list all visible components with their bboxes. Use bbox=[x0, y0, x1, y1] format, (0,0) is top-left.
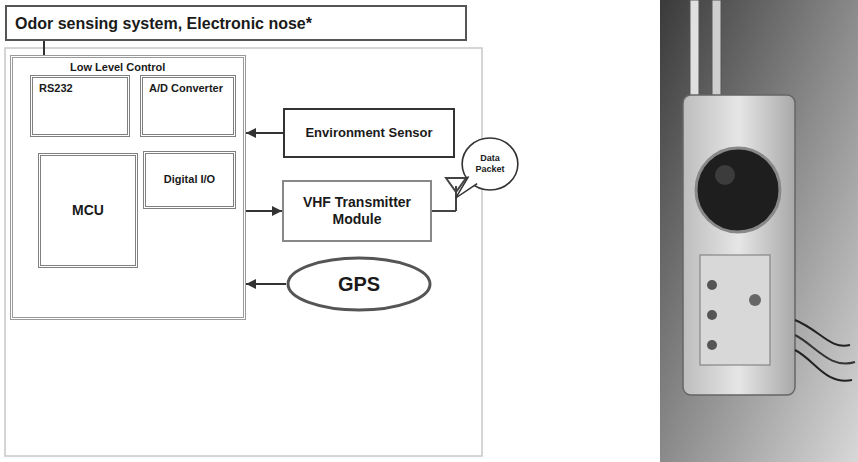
system-box: Odor sensing system, Electronic nose* bbox=[5, 5, 467, 41]
node-label: RS232 bbox=[39, 82, 121, 95]
transmitter-box: VHF Transmitter Module bbox=[282, 180, 432, 242]
sensor-box: Environment Sensor bbox=[283, 108, 455, 158]
node-label: Digital I/O bbox=[164, 173, 215, 186]
figure-frame bbox=[5, 48, 482, 456]
group-label: Low Level Control bbox=[68, 61, 167, 74]
control-group-box: Low Level ControlRS232 A/D ConverterMCU Di… bbox=[10, 55, 246, 320]
speech-bubble: Data Packet bbox=[460, 136, 520, 192]
node-label: A/D Converter bbox=[149, 82, 227, 95]
signal-arrow bbox=[246, 210, 282, 212]
node-label: GPS bbox=[338, 272, 380, 296]
node-label: Environment Sensor bbox=[305, 125, 432, 141]
mcu-box: MCU bbox=[38, 153, 138, 268]
signal-arrow bbox=[246, 283, 286, 285]
io-box: Digital I/O bbox=[143, 151, 236, 209]
node-label: Data Packet bbox=[470, 153, 510, 175]
node-label: VHF Transmitter Module bbox=[290, 194, 424, 228]
gps-ellipse: GPS bbox=[286, 256, 432, 312]
signal-arrow bbox=[246, 132, 283, 134]
interface-box: RS232 bbox=[30, 75, 130, 137]
node-label: Odor sensing system, Electronic nose* bbox=[15, 14, 457, 33]
device-photo bbox=[660, 0, 858, 462]
converter-box: A/D Converter bbox=[140, 75, 236, 137]
node-label: MCU bbox=[72, 202, 104, 219]
